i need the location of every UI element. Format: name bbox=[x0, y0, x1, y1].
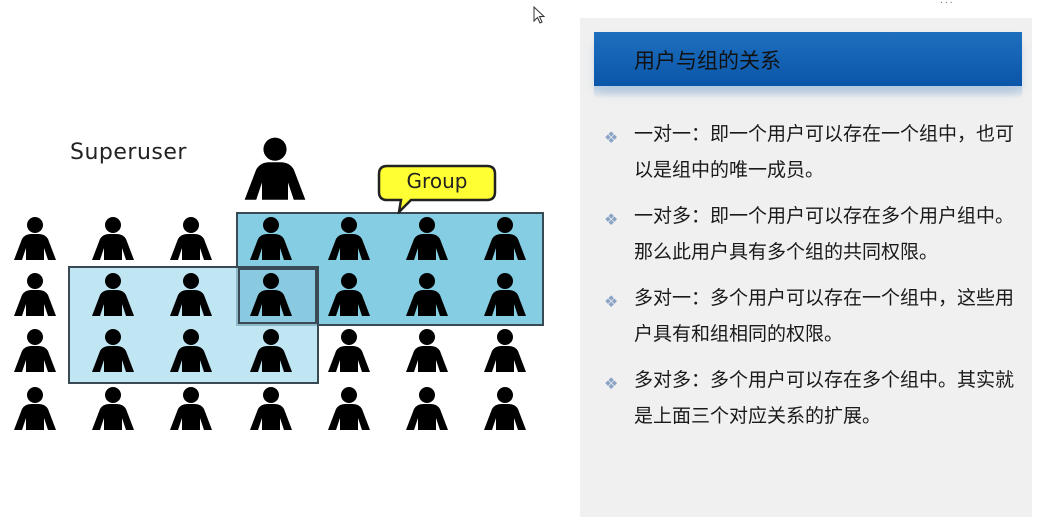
person-icon bbox=[478, 216, 532, 260]
diamond-bullet-icon: ❖ bbox=[604, 210, 619, 229]
slide-title: 用户与组的关系 bbox=[634, 49, 781, 73]
person-icon bbox=[8, 328, 62, 372]
person-icon bbox=[322, 272, 376, 316]
person-icon bbox=[478, 328, 532, 372]
mouse-cursor-icon bbox=[533, 6, 545, 24]
person-icon bbox=[322, 386, 376, 430]
group-label: Group bbox=[406, 169, 468, 193]
bullet-item: ❖ 多对一：多个用户可以存在一个组中，这些用户具有和组相同的权限。 bbox=[594, 280, 1024, 352]
diamond-bullet-icon: ❖ bbox=[604, 128, 619, 147]
person-icon bbox=[164, 216, 218, 260]
person-icon bbox=[164, 386, 218, 430]
person-icon bbox=[400, 328, 454, 372]
bullet-item: ❖ 多对多：多个用户可以存在多个组中。其实就是上面三个对应关系的扩展。 bbox=[594, 362, 1024, 434]
person-icon bbox=[86, 216, 140, 260]
person-icon bbox=[86, 386, 140, 430]
bullet-list: ❖ 一对一：即一个用户可以存在一个组中，也可以是组中的唯一成员。 ❖ 一对多：即… bbox=[594, 116, 1024, 444]
bullet-text: 多对多：多个用户可以存在多个组中。其实就是上面三个对应关系的扩展。 bbox=[634, 369, 1015, 427]
person-icon bbox=[164, 272, 218, 316]
group-callout: Group bbox=[377, 164, 497, 214]
user-group-diagram: Superuser Group bbox=[0, 120, 560, 440]
person-icon bbox=[8, 216, 62, 260]
person-icon bbox=[86, 328, 140, 372]
person-icon bbox=[244, 328, 298, 372]
bullet-text: 一对一：即一个用户可以存在一个组中，也可以是组中的唯一成员。 bbox=[634, 123, 1015, 181]
person-icon bbox=[244, 216, 298, 260]
person-icon bbox=[478, 386, 532, 430]
person-icon bbox=[8, 386, 62, 430]
person-icon bbox=[236, 136, 314, 200]
person-icon bbox=[478, 272, 532, 316]
text-panel: 用户与组的关系 ❖ 一对一：即一个用户可以存在一个组中，也可以是组中的唯一成员。… bbox=[580, 18, 1032, 517]
person-icon bbox=[244, 386, 298, 430]
superuser-label: Superuser bbox=[70, 140, 187, 165]
bullet-item: ❖ 一对多：即一个用户可以存在多个用户组中。那么此用户具有多个组的共同权限。 bbox=[594, 198, 1024, 270]
person-icon bbox=[86, 272, 140, 316]
person-icon bbox=[8, 272, 62, 316]
diamond-bullet-icon: ❖ bbox=[604, 292, 619, 311]
speech-bubble-icon bbox=[377, 164, 497, 214]
person-icon bbox=[400, 216, 454, 260]
person-icon bbox=[400, 386, 454, 430]
diamond-bullet-icon: ❖ bbox=[604, 374, 619, 393]
corner-text: ... bbox=[940, 0, 955, 6]
bullet-item: ❖ 一对一：即一个用户可以存在一个组中，也可以是组中的唯一成员。 bbox=[594, 116, 1024, 188]
title-bar: 用户与组的关系 bbox=[594, 32, 1022, 98]
person-icon bbox=[244, 272, 298, 316]
person-icon bbox=[400, 272, 454, 316]
person-icon bbox=[322, 328, 376, 372]
bullet-text: 多对一：多个用户可以存在一个组中，这些用户具有和组相同的权限。 bbox=[634, 287, 1015, 345]
person-icon bbox=[164, 328, 218, 372]
person-icon bbox=[322, 216, 376, 260]
bullet-text: 一对多：即一个用户可以存在多个用户组中。那么此用户具有多个组的共同权限。 bbox=[634, 205, 1015, 263]
